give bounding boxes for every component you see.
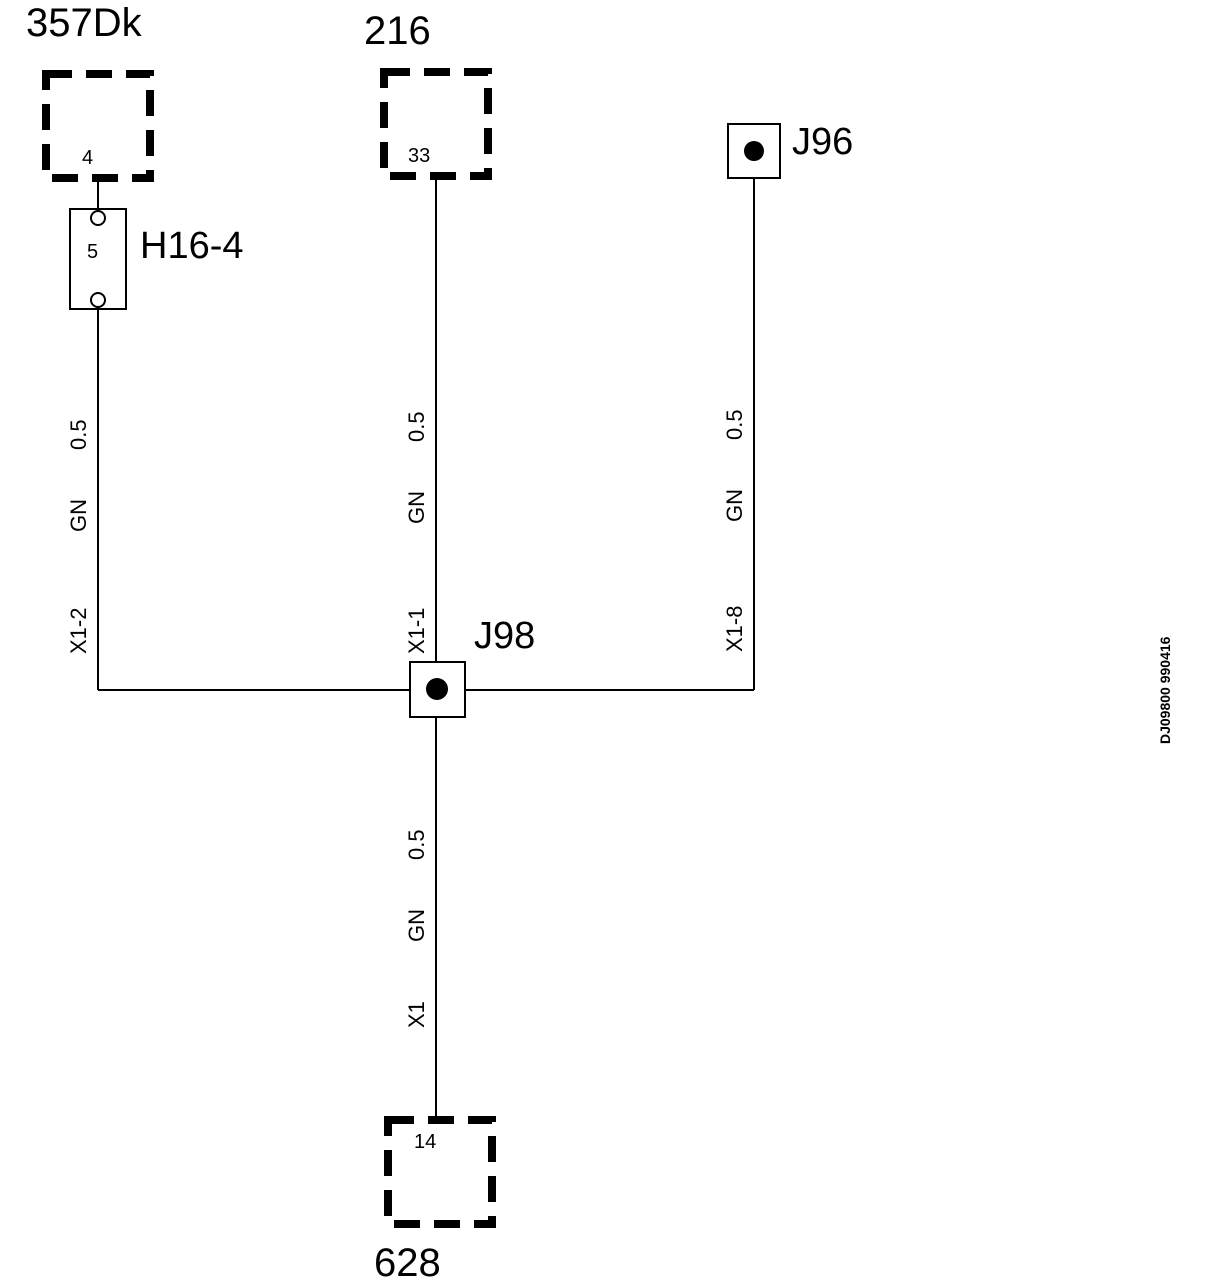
component-216-pin: 33	[408, 145, 430, 167]
splice-j98-dot	[426, 678, 448, 700]
wire-center-terminal: X1-1	[404, 608, 429, 654]
splice-j96-label: J96	[792, 121, 853, 163]
component-628-label: 628	[374, 1241, 441, 1285]
component-357dk-box	[42, 70, 154, 182]
component-216-label: 216	[364, 9, 431, 53]
connector-h16-label: H16-4	[140, 225, 244, 267]
splice-j96-dot	[744, 141, 764, 161]
drawing-reference-code: DJ09800 990416	[1157, 636, 1173, 744]
component-216-box	[380, 68, 492, 180]
component-357dk-pin: 4	[82, 147, 93, 169]
component-628-box	[384, 1116, 496, 1228]
wire-bottom-terminal: X1	[404, 1001, 429, 1028]
wire-left-terminal: X1-2	[66, 608, 91, 654]
wire-left-color: GN	[66, 499, 91, 532]
h16-top-terminal	[90, 210, 106, 226]
wire-center-size: 0.5	[404, 411, 429, 442]
wire-right-terminal: X1-8	[722, 606, 747, 652]
component-357dk-label: 357Dk	[26, 1, 143, 45]
wire-bottom-size: 0.5	[404, 829, 429, 860]
wire-right-color: GN	[722, 489, 747, 522]
splice-j98-label: J98	[474, 615, 535, 657]
component-628-pin: 14	[414, 1131, 436, 1153]
wire-right-size: 0.5	[722, 409, 747, 440]
h16-bottom-terminal	[90, 292, 106, 308]
connector-h16-pin: 5	[87, 241, 98, 263]
wire-bottom-color: GN	[404, 909, 429, 942]
wire-center-color: GN	[404, 491, 429, 524]
wire-left-size: 0.5	[66, 419, 91, 450]
